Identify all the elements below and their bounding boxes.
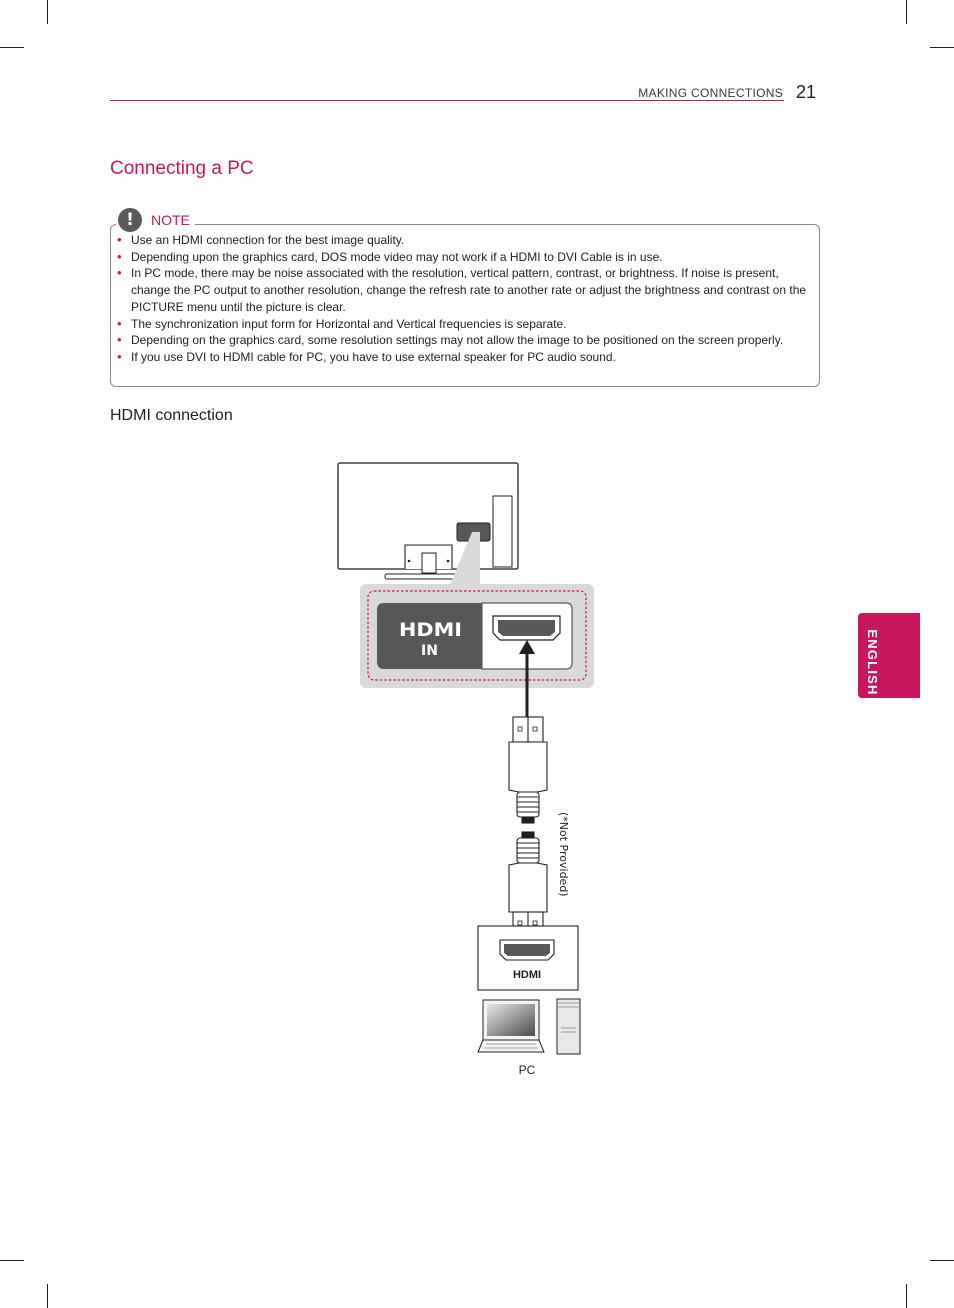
section-subheading: HDMI connection	[110, 407, 233, 424]
crop-mark	[930, 47, 954, 48]
connection-arrow	[519, 640, 535, 718]
note-box	[110, 224, 820, 387]
note-item: If you use DVI to HDMI cable for PC, you…	[116, 349, 812, 366]
pc-hdmi-label: HDMI	[513, 969, 541, 981]
hdmi-in-label: IN	[421, 643, 438, 659]
crop-mark	[47, 1284, 48, 1308]
page-title: Connecting a PC	[110, 158, 254, 179]
note-item: In PC mode, there may be noise associate…	[116, 265, 812, 315]
page-number: 21	[796, 82, 817, 102]
note-item: Depending on the graphics card, some res…	[116, 332, 812, 349]
note-label: NOTE	[151, 212, 190, 228]
language-tab	[858, 613, 920, 698]
note-item: Use an HDMI connection for the best imag…	[116, 232, 812, 249]
crop-mark	[906, 1284, 907, 1308]
hdmi-cable	[508, 716, 548, 938]
section-name: MAKING CONNECTIONS	[638, 86, 783, 100]
header-rule	[110, 100, 784, 101]
exclamation-icon: !	[118, 208, 142, 232]
note-item: Depending upon the graphics card, DOS mo…	[116, 249, 812, 266]
crop-mark	[0, 1260, 24, 1261]
tv-back-illustration	[337, 462, 519, 580]
cable-not-provided-label: (*Not Provided)	[557, 812, 570, 897]
crop-mark	[930, 1260, 954, 1261]
note-item: The synchronization input form for Horiz…	[116, 316, 812, 333]
note-header: ! NOTE	[116, 208, 195, 232]
zoom-callout	[450, 532, 480, 585]
hdmi-logo: HDMI	[399, 619, 462, 641]
crop-mark	[47, 0, 48, 24]
pc-hdmi-port: HDMI	[477, 925, 579, 991]
pc-label: PC	[519, 1063, 536, 1077]
crop-mark	[0, 47, 24, 48]
note-list: Use an HDMI connection for the best imag…	[116, 232, 812, 366]
language-tab-label: ENGLISH	[865, 629, 880, 696]
crop-mark	[906, 0, 907, 24]
pc-illustration	[477, 998, 581, 1055]
tv-hdmi-port-closeup: HDMI IN	[360, 584, 594, 688]
